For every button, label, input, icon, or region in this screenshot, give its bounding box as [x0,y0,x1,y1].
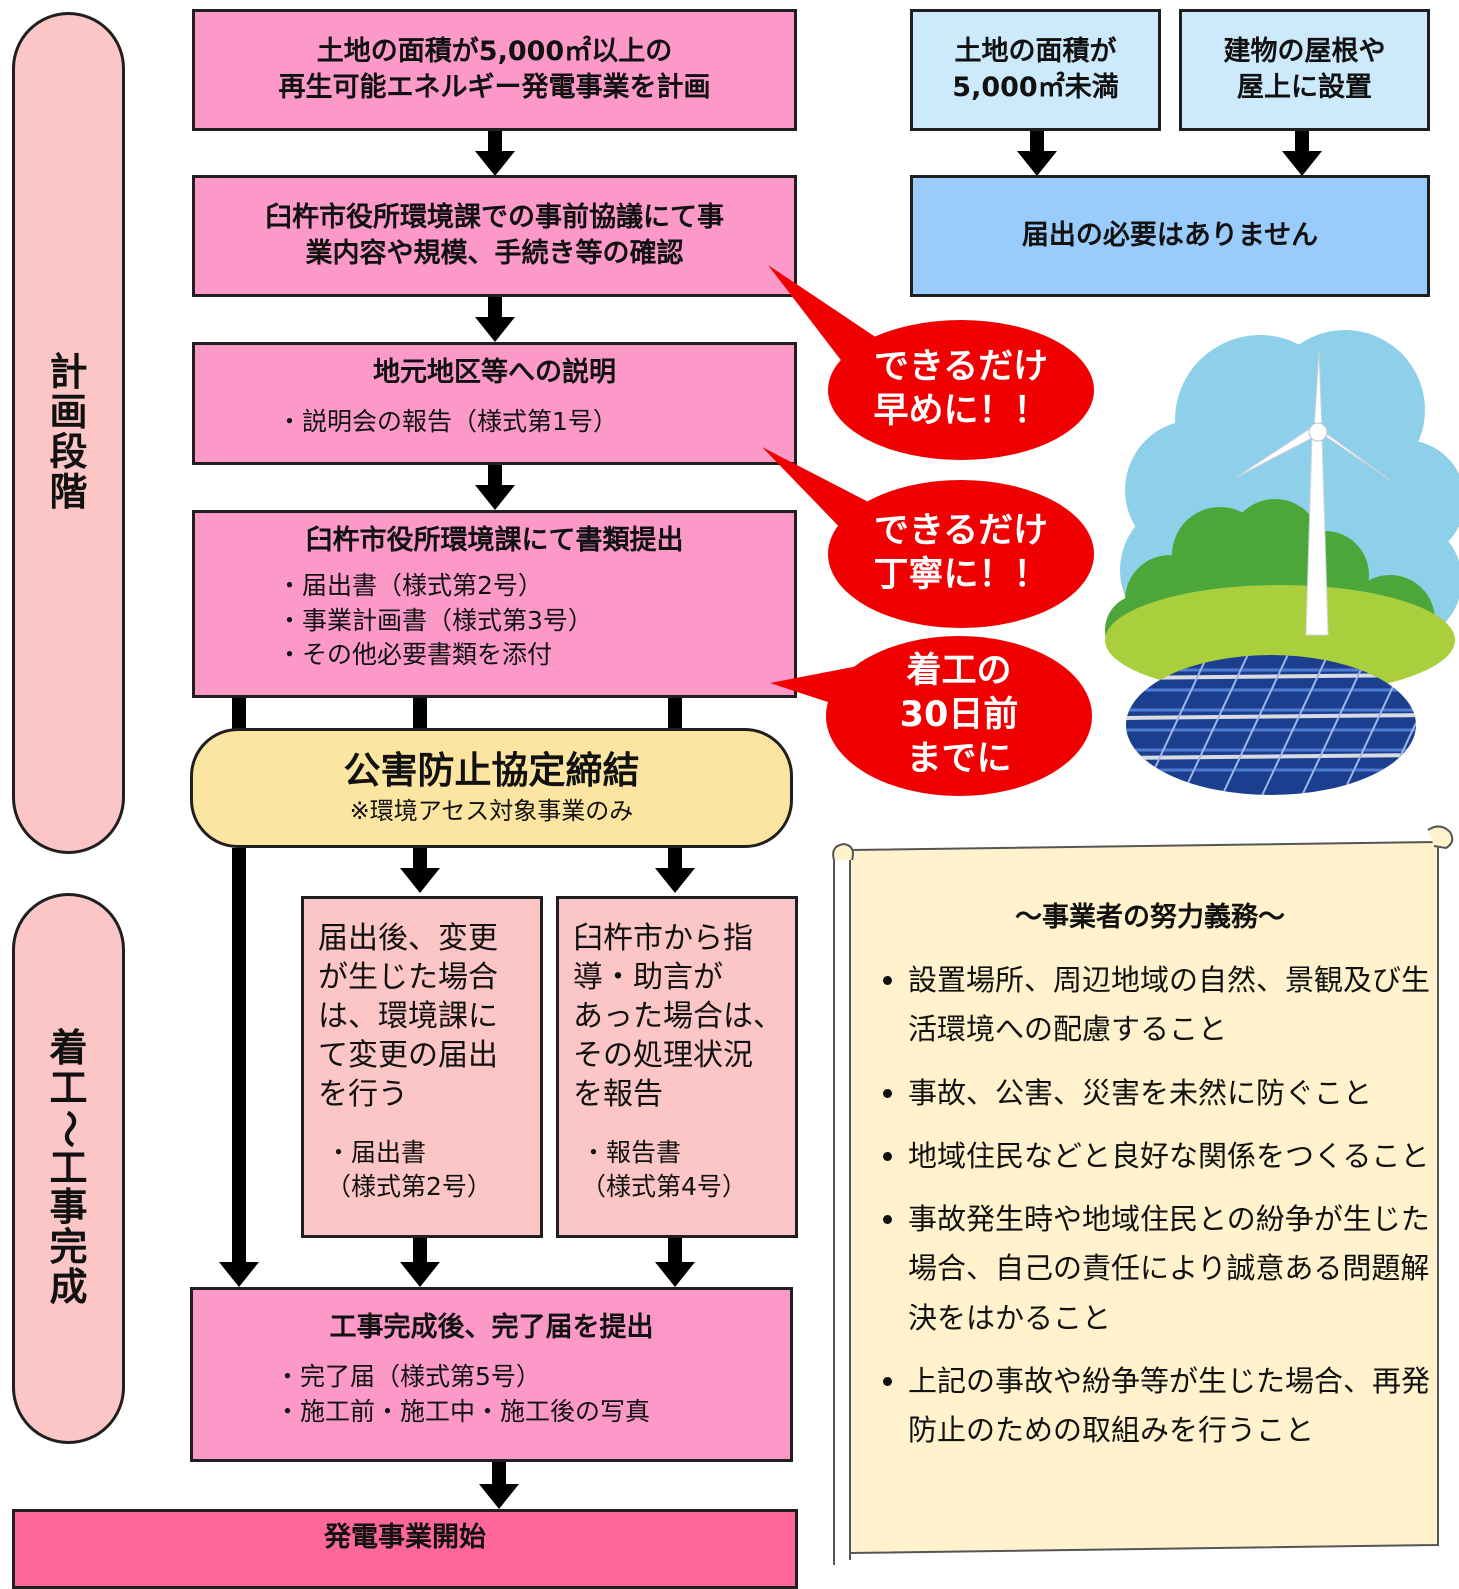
step-document-submission: 臼杵市役所環境課にて書類提出 ・届出書（様式第2号） ・事業計画書（様式第3号）… [192,510,797,698]
duty-item: 設置場所、周辺地域の自然、景観及び生活環境への配慮すること [908,956,1440,1055]
guidance-line: その処理状況 [573,1038,753,1073]
guidance-line: を報告 [573,1077,663,1112]
step-submit-title: 臼杵市役所環境課にて書類提出 [305,525,684,556]
exempt-roof-line: 建物の屋根や [1223,35,1386,67]
step-submit-item: ・届出書（様式第2号） [277,571,543,601]
guidance-line: 臼杵市から指 [573,921,753,956]
change-line: は、環境課に [318,999,498,1034]
callout-early: できるだけ 早めに！！ [828,320,1094,460]
wind-solar-illustration [1105,330,1459,795]
step-submit-items: ・届出書（様式第2号） ・事業計画書（様式第3号） ・その他必要書類を添付 [195,569,794,673]
change-line: て変更の届出 [318,1038,498,1073]
duty-item: 地域住民などと良好な関係をつくること [908,1132,1440,1181]
phase-char: 成 [49,1265,88,1310]
phase-char: 工 [49,1065,88,1110]
step-local-explanation: 地元地区等への説明 ・説明会の報告（様式第1号） [192,342,797,465]
step-submit-item: ・その他必要書類を添付 [277,640,553,670]
callout-30days-line: 30日前 [899,695,1019,736]
duty-item: 上記の事故や紛争等が生じた場合、再発防止のための取組みを行うこと [908,1357,1440,1456]
phase-char: 工 [49,1145,88,1190]
change-line: が生じた場合 [318,960,498,995]
guidance-form: ・報告書 （様式第4号） [573,1136,781,1204]
step-local-item: ・説明会の報告（様式第1号） [277,407,618,437]
duty-item: 事故、公害、災害を未然に防ぐこと [908,1069,1440,1118]
phase-char: 事 [49,1185,88,1230]
change-form-line: ・届出書 [326,1138,427,1167]
step-pre-consultation: 臼杵市役所環境課での事前協議にて事 業内容や規模、手続き等の確認 [192,175,797,297]
callout-early-line: 早めに！！ [873,391,1049,431]
callout-careful-line: できるだけ [873,511,1049,552]
phase-planning-label: 計 画 段 階 [12,12,125,854]
pollution-agreement-box: 公害防止協定締結 ※環境アセス対象事業のみ [190,728,793,848]
step-plan-line-1: 土地の面積が5,000㎡以上の [316,35,673,67]
guidance-line: あった場合は、 [573,999,783,1034]
exempt-small-line: 土地の面積が [954,35,1117,67]
completion-items: ・完了届（様式第5号） ・施工前・施工中・施工後の写真 [193,1360,790,1429]
callout-careful-line: 丁寧に！！ [873,555,1049,595]
callout-early-line: できるだけ [873,347,1049,388]
step-local-title: 地元地区等への説明 [373,357,616,388]
phase-char: 完 [49,1225,88,1270]
callout-careful: できるだけ 丁寧に！！ [828,480,1094,628]
change-form-line: （様式第2号） [326,1171,492,1201]
step-completion-report: 工事完成後、完了届を提出 ・完了届（様式第5号） ・施工前・施工中・施工後の写真 [190,1287,793,1462]
step-plan-line-2: 再生可能エネルギー発電事業を計画 [278,72,711,103]
start-title: 発電事業開始 [324,1522,486,1553]
exempt-roof-line: 屋上に設置 [1237,72,1372,103]
no-notification-text: 届出の必要はありません [1021,219,1319,251]
agreement-title: 公害防止協定締結 [343,749,640,793]
guidance-line: 導・助言が [573,960,723,995]
completion-item: ・施工前・施工中・施工後の写真 [275,1396,651,1426]
duties-panel: ～事業者の努力義務～ 設置場所、周辺地域の自然、景観及び生活環境への配慮すること… [860,895,1440,1545]
exempt-small-land: 土地の面積が 5,000㎡未満 [910,9,1161,131]
guidance-report-box: 臼杵市から指 導・助言が あった場合は、 その処理状況 を報告 ・報告書 （様式… [556,896,798,1238]
change-notification-box: 届出後、変更 が生じた場合 は、環境課に て変更の届出 を行う ・届出書 （様式… [301,896,543,1238]
duties-list: 設置場所、周辺地域の自然、景観及び生活環境への配慮すること 事故、公害、災害を未… [860,956,1440,1456]
phase-construction-label: 着 工 ～ 工 事 完 成 [12,893,125,1444]
phase-char: 段 [49,430,88,474]
phase-char: 階 [49,469,88,514]
guidance-form-line: ・報告書 [581,1138,682,1167]
step-consult-line-2: 業内容や規模、手続き等の確認 [305,238,684,269]
completion-item: ・完了届（様式第5号） [275,1362,541,1392]
duties-title: ～事業者の努力義務～ [1015,902,1285,933]
exempt-rooftop: 建物の屋根や 屋上に設置 [1179,9,1430,131]
change-line: 届出後、変更 [318,921,498,956]
callout-30days-line: までに [906,738,1012,779]
guidance-form-line: （様式第4号） [581,1171,747,1201]
step-consult-line-1: 臼杵市役所環境課での事前協議にて事 [265,201,724,233]
phase-char: 画 [49,390,88,435]
step-submit-item: ・事業計画書（様式第3号） [277,605,593,635]
change-form: ・届出書 （様式第2号） [318,1136,526,1204]
duty-item: 事故発生時や地域住民との紛争が生じた場合、自己の責任により誠意ある問題解決をはか… [908,1195,1440,1343]
scroll-background [832,825,1454,1565]
completion-title: 工事完成後、完了届を提出 [329,1312,654,1343]
phase-char: 着 [49,1025,88,1070]
step-plan-project: 土地の面積が5,000㎡以上の 再生可能エネルギー発電事業を計画 [192,9,797,131]
change-line: を行う [318,1077,408,1112]
no-notification-needed: 届出の必要はありません [910,175,1430,297]
callout-30days-line: 着工の [906,651,1012,692]
phase-char: 計 [49,350,88,395]
exempt-small-line: 5,000㎡未満 [952,72,1119,103]
agreement-note: ※環境アセス対象事業のみ [349,796,634,825]
callout-30days: 着工の 30日前 までに [826,636,1092,796]
